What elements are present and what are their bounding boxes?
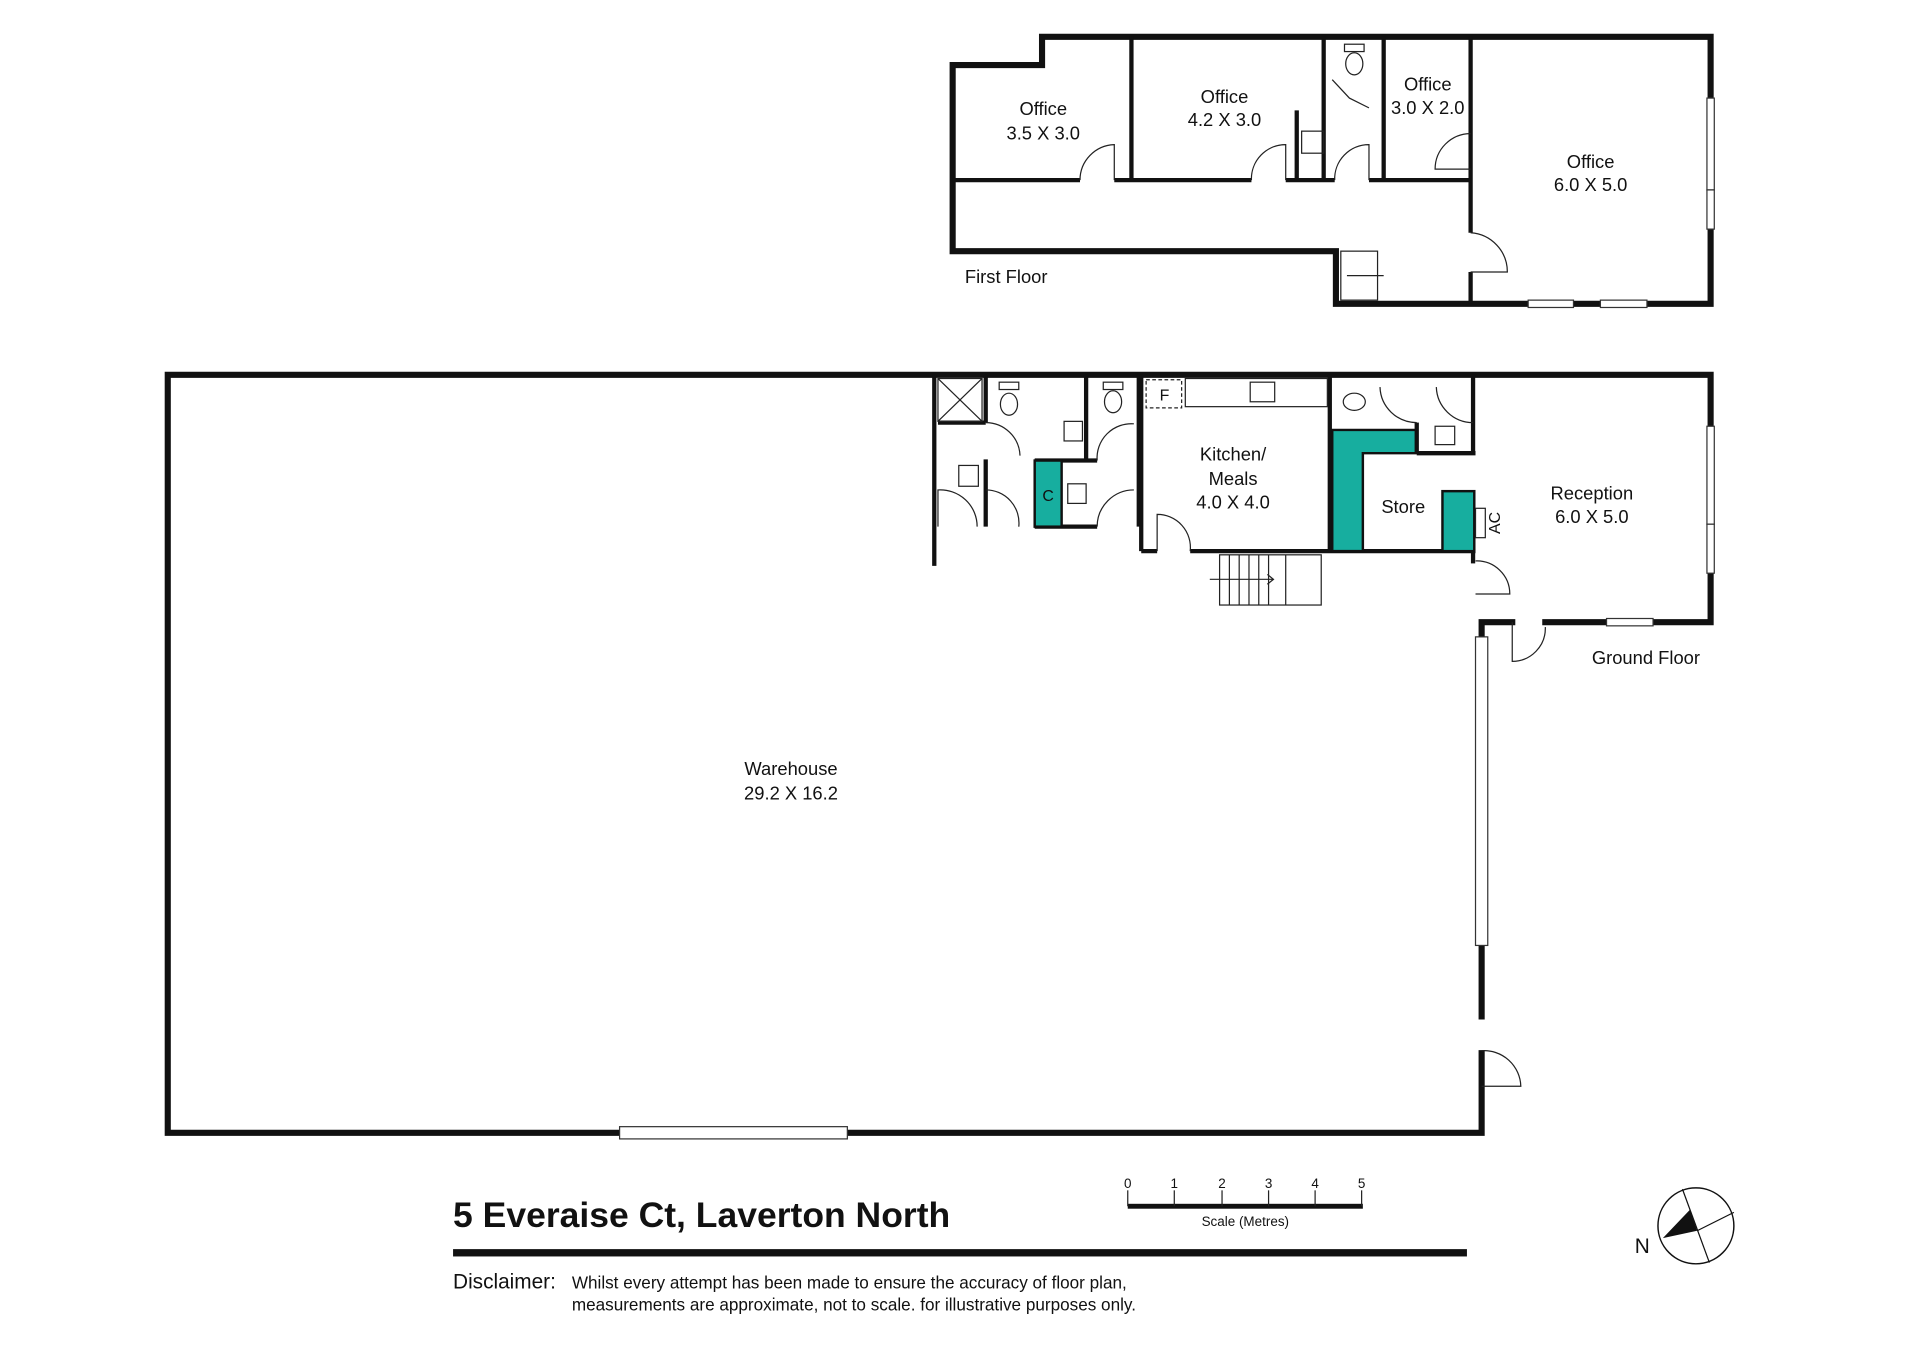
aircon-label: AC	[1487, 512, 1504, 534]
room-size: 6.0 X 5.0	[1554, 174, 1628, 195]
scale-tick: 5	[1358, 1176, 1365, 1191]
scale-tick: 2	[1218, 1176, 1225, 1191]
ground-floor-plan: C F	[164, 371, 1715, 1140]
room-name: Office	[1019, 98, 1067, 119]
ground-floor-label: Ground Floor	[1592, 647, 1700, 668]
first-floor-outline	[949, 33, 1714, 307]
warehouse-door	[618, 1126, 848, 1140]
room-name-2: Meals	[1209, 468, 1258, 489]
room-size: 6.0 X 5.0	[1555, 506, 1629, 527]
store-shelving	[1331, 428, 1418, 553]
disclaimer-line2: measurements are approximate, not to sca…	[572, 1294, 1136, 1314]
compass-north-label: N	[1635, 1235, 1650, 1258]
stairs	[1209, 554, 1322, 606]
first-floor-plan: Office 3.5 X 3.0 Office 4.2 X 3.0 Office…	[949, 33, 1715, 309]
disclaimer-line1: Whilst every attempt has been made to en…	[572, 1272, 1127, 1292]
room-size: 3.0 X 2.0	[1391, 97, 1465, 118]
room-name: Kitchen/	[1200, 444, 1267, 465]
room-name: Office	[1404, 74, 1452, 95]
scale-tick: 1	[1171, 1176, 1178, 1191]
room-size: 29.2 X 16.2	[744, 783, 838, 804]
title-underline	[453, 1249, 1467, 1257]
fridge-label: F	[1160, 388, 1170, 405]
disclaimer-label: Disclaimer:	[453, 1270, 556, 1293]
cupboard-label: C	[1042, 488, 1054, 505]
scale-bar: 0 1 2 3 4 5 Scale (Metres)	[1124, 1176, 1365, 1229]
room-name: Warehouse	[744, 758, 837, 779]
room-name: Office	[1201, 86, 1249, 107]
cupboard	[1033, 459, 1063, 528]
scale-tick: 4	[1311, 1176, 1319, 1191]
room-size: 3.5 X 3.0	[1007, 123, 1081, 144]
room-size: 4.0 X 4.0	[1196, 491, 1270, 512]
property-title: 5 Everaise Ct, Laverton North	[453, 1195, 950, 1235]
first-floor-label: First Floor	[965, 266, 1048, 287]
roller-door	[1474, 636, 1489, 947]
scale-label: Scale (Metres)	[1202, 1214, 1289, 1229]
room-name: Store	[1381, 496, 1425, 517]
room-name: Reception	[1551, 483, 1634, 504]
compass-icon: N	[1635, 1187, 1735, 1265]
room-size: 4.2 X 3.0	[1188, 109, 1262, 130]
scale-tick: 3	[1265, 1176, 1272, 1191]
room-name: Office	[1567, 151, 1615, 172]
scale-tick: 0	[1124, 1176, 1131, 1191]
